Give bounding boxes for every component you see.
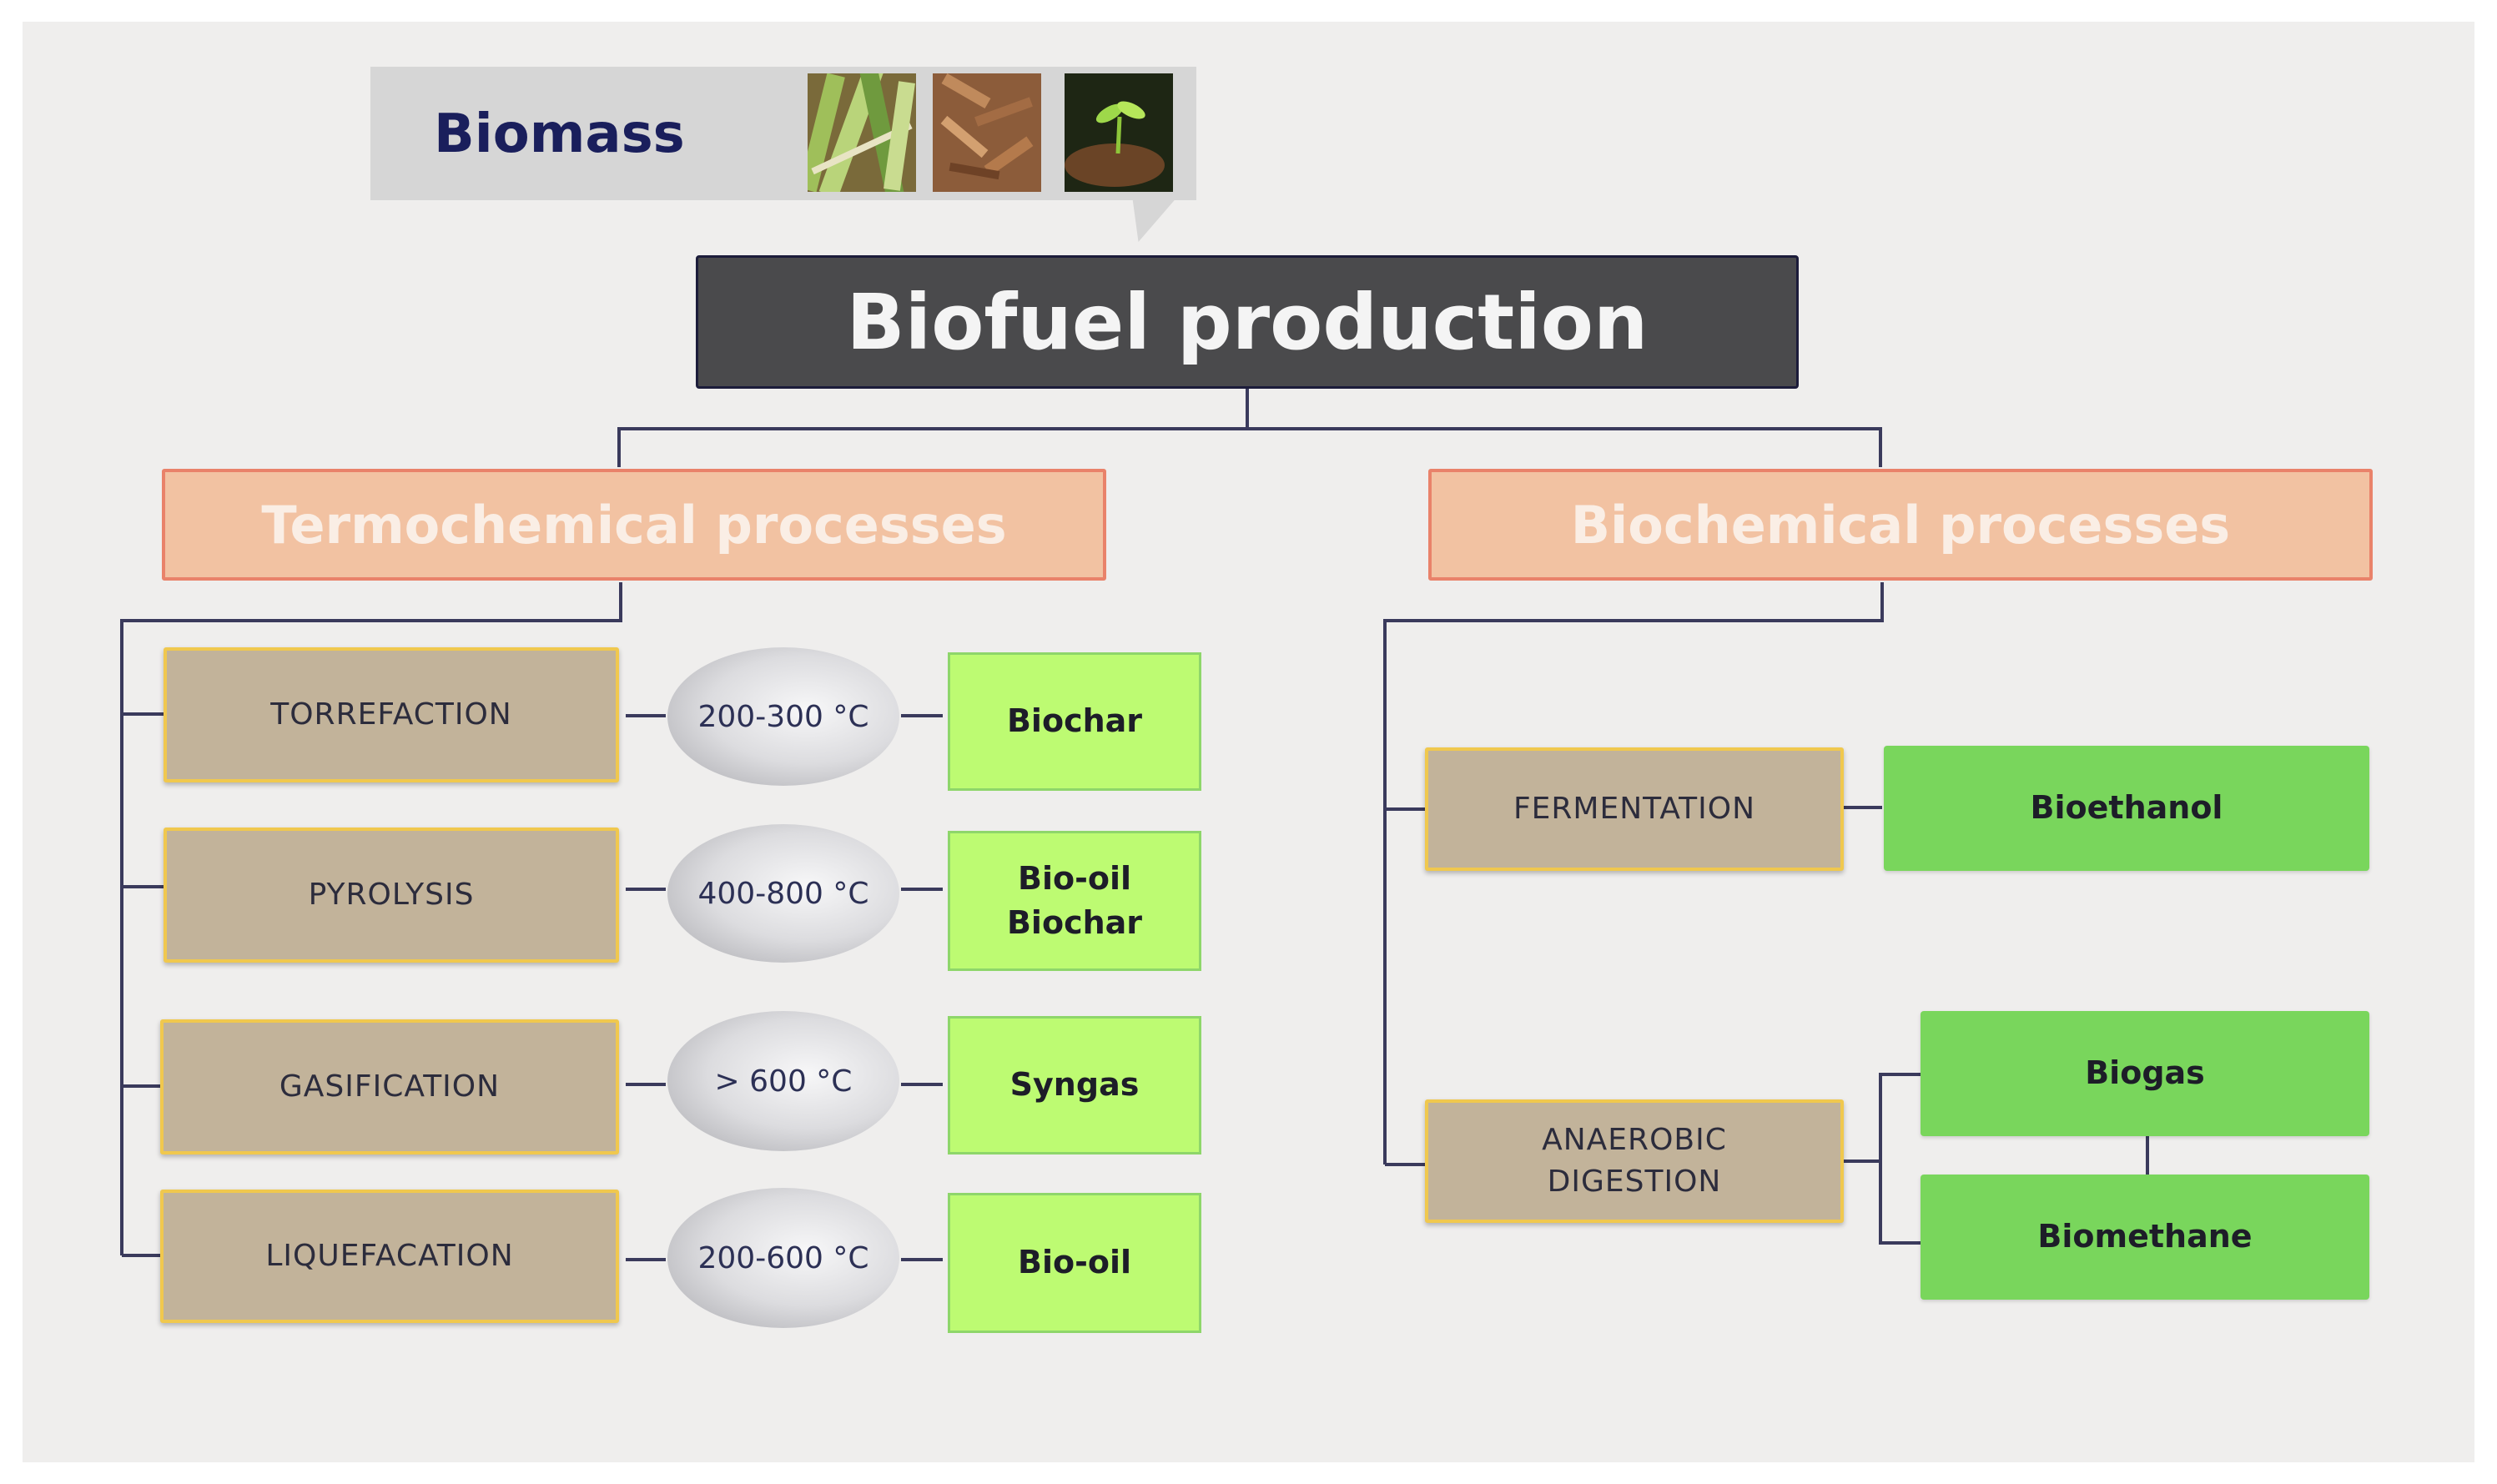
connector-anaerobic-branch — [1879, 1073, 1921, 1245]
seedling-photo — [1065, 73, 1173, 192]
biochar-product: Biochar — [948, 652, 1201, 791]
fermentation-box: FERMENTATION — [1425, 747, 1844, 871]
connector-thermo-drop — [120, 582, 622, 1255]
biofuel-production-box: Biofuel production — [696, 255, 1799, 389]
gasification-temperature: > 600 °C — [667, 1011, 899, 1151]
biochemical-processes-box: Biochemical processes — [1428, 469, 2373, 581]
biomass-banner: Biomass — [370, 67, 1196, 200]
biooil-biochar-product: Bio-oil Biochar — [948, 831, 1201, 971]
bioethanol-product: Bioethanol — [1884, 746, 2369, 871]
thermochemical-processes-box: Termochemical processes — [162, 469, 1106, 581]
wood-chips-photo — [933, 73, 1041, 192]
biomethane-product: Biomethane — [1921, 1175, 2369, 1300]
torrefaction-temperature: 200-300 °C — [667, 647, 899, 786]
product-line: Biochar — [1006, 904, 1143, 941]
anaerobic-digestion-box: ANAEROBIC DIGESTION — [1425, 1099, 1844, 1223]
gasification-box: GASIFICATION — [160, 1019, 619, 1155]
connector-bio-drop — [1383, 582, 1884, 1165]
pyrolysis-box: PYROLYSIS — [164, 828, 619, 963]
biogas-product: Biogas — [1921, 1011, 2369, 1136]
pyrolysis-temperature: 400-800 °C — [667, 824, 899, 963]
step-line: DIGESTION — [1547, 1165, 1722, 1199]
syngas-product: Syngas — [948, 1016, 1201, 1155]
biooil-product: Bio-oil — [948, 1193, 1201, 1333]
liquefaction-temperature: 200-600 °C — [667, 1188, 899, 1328]
step-line: ANAEROBIC — [1542, 1122, 1727, 1157]
product-line: Bio-oil — [1017, 859, 1132, 897]
biomass-label: Biomass — [434, 103, 685, 165]
sugarcane-photo — [808, 73, 916, 192]
liquefaction-box: LIQUEFACATION — [160, 1190, 619, 1323]
connector-main-branch — [617, 427, 1882, 467]
torrefaction-box: TORREFACTION — [164, 647, 619, 782]
